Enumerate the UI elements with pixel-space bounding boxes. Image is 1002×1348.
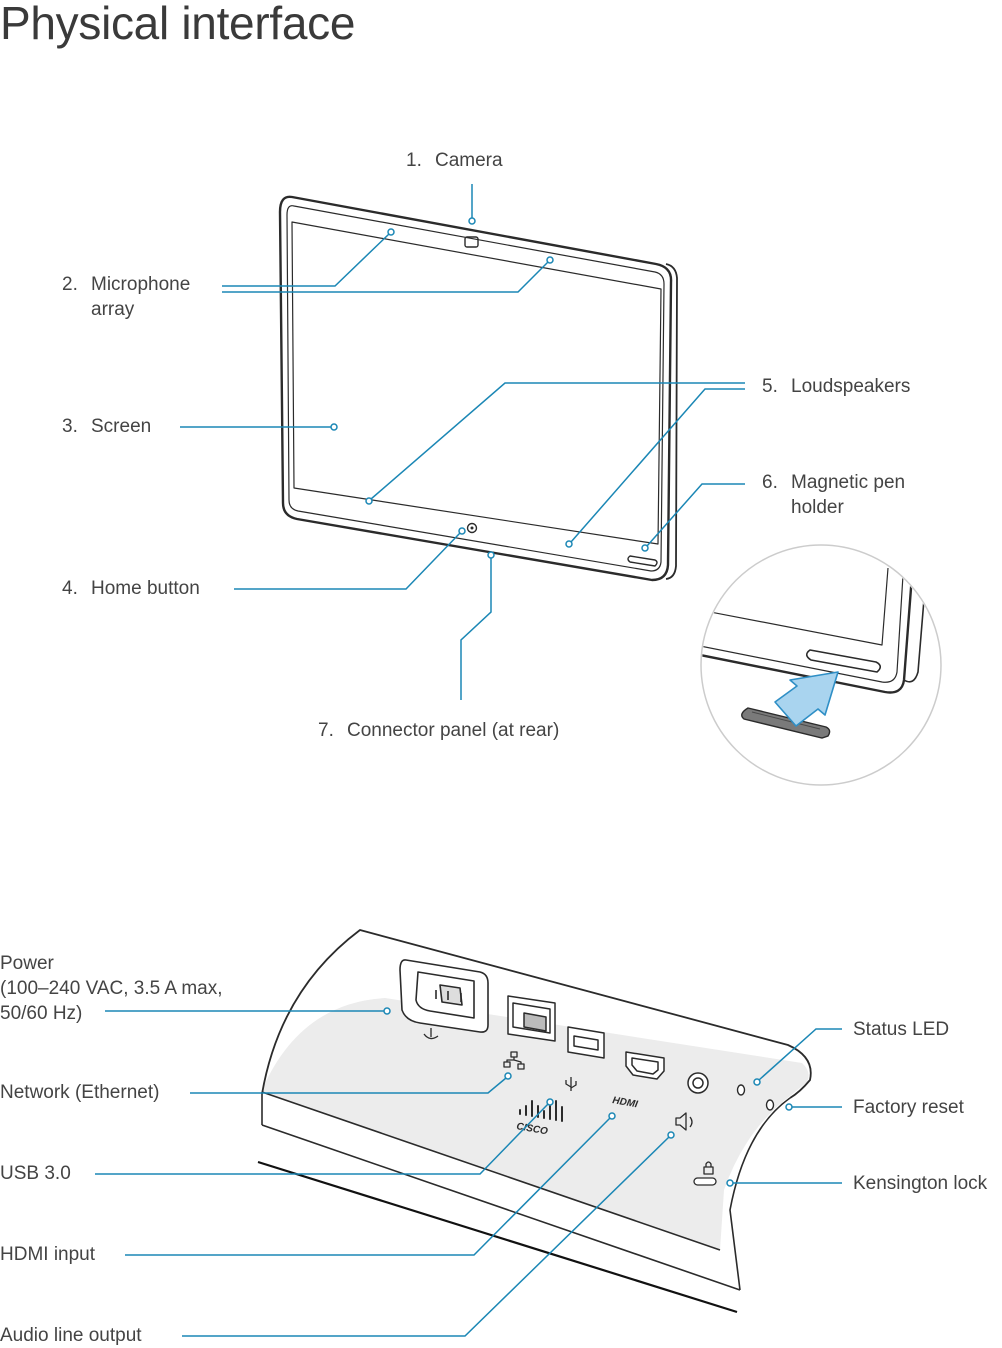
- callout-text: Microphone: [91, 274, 191, 295]
- pen-icon: [741, 707, 831, 739]
- cisco-logo-icon: [519, 1100, 563, 1122]
- callout-number: 7.: [318, 720, 334, 741]
- status-led-icon: [736, 1084, 746, 1096]
- callout-text-line2: array: [91, 299, 135, 320]
- hdmi-port-icon: [625, 1051, 665, 1080]
- speaker-symbol-icon: [675, 1112, 693, 1131]
- cisco-logo-text: CISCO: [515, 1121, 548, 1137]
- label-power: Power (100–240 VAC, 3.5 A max, 50/60 Hz): [0, 951, 223, 1026]
- panel-callout-leaders: [95, 1007, 842, 1337]
- callout-text: Home button: [91, 578, 200, 599]
- label-status-led: Status LED: [853, 1019, 950, 1040]
- label-network: Network (Ethernet): [0, 1082, 160, 1103]
- callout-number: 6.: [762, 472, 778, 493]
- callout-screen: 3. Screen: [62, 414, 151, 439]
- pen-holder-detail: [700, 544, 942, 786]
- hdmi-logo-text: HDMI: [611, 1095, 638, 1110]
- tablet-screen: [291, 221, 662, 545]
- power-inlet-icon: [399, 959, 489, 1033]
- tablet-callout-leaders: [180, 184, 745, 700]
- connector-panel-illustration: CISCO HDMI: [257, 929, 812, 1314]
- label-power-line1: Power: [0, 953, 54, 974]
- callout-magnetic-pen-holder: 6. Magnetic pen holder: [762, 470, 905, 520]
- power-symbol-icon: [423, 1028, 439, 1040]
- label-factory-reset: Factory reset: [853, 1097, 964, 1118]
- callout-number: 2.: [62, 274, 78, 295]
- callout-connector-panel: 7. Connector panel (at rear): [318, 718, 559, 743]
- callout-number: 4.: [62, 578, 78, 599]
- ethernet-port-icon: [507, 995, 556, 1042]
- connector-panel-surface: [262, 998, 809, 1250]
- kensington-slot-icon: [693, 1177, 717, 1186]
- tablet-outer-frame: [278, 195, 673, 582]
- label-usb: USB 3.0: [0, 1163, 71, 1184]
- label-power-line3: 50/60 Hz): [0, 1003, 83, 1024]
- callout-number: 1.: [406, 150, 422, 171]
- usb-port-icon: [567, 1026, 605, 1059]
- callout-text: Loudspeakers: [791, 376, 911, 397]
- label-hdmi: HDMI input: [0, 1244, 96, 1265]
- label-audio: Audio line output: [0, 1325, 142, 1346]
- label-power-line2: (100–240 VAC, 3.5 A max,: [0, 978, 223, 999]
- callout-text: Camera: [435, 150, 503, 171]
- callout-home-button: 4. Home button: [62, 576, 200, 601]
- home-button-icon: [466, 522, 478, 534]
- callout-text: Connector panel (at rear): [347, 720, 560, 741]
- factory-reset-icon: [765, 1099, 775, 1111]
- callout-microphone-array: 2. Microphone array: [62, 272, 190, 322]
- camera-icon: [464, 236, 479, 248]
- callout-camera: 1. Camera: [406, 148, 503, 173]
- callout-text: Magnetic pen: [791, 472, 906, 493]
- pen-holder-slot: [627, 555, 658, 567]
- audio-jack-icon: [687, 1072, 709, 1094]
- callout-number: 5.: [762, 376, 778, 397]
- callout-number: 3.: [62, 416, 78, 437]
- callout-text: Screen: [91, 416, 152, 437]
- callout-text-line2: holder: [791, 497, 844, 518]
- usb-symbol-icon: [565, 1077, 577, 1091]
- page-title: Physical interface: [0, 0, 356, 49]
- label-kensington-lock: Kensington lock: [853, 1173, 988, 1194]
- callout-loudspeakers: 5. Loudspeakers: [762, 374, 910, 399]
- tablet-illustration: [278, 195, 678, 582]
- insert-arrow-icon: [774, 671, 839, 727]
- network-symbol-icon: [503, 1051, 525, 1070]
- lock-symbol-icon: [703, 1161, 714, 1175]
